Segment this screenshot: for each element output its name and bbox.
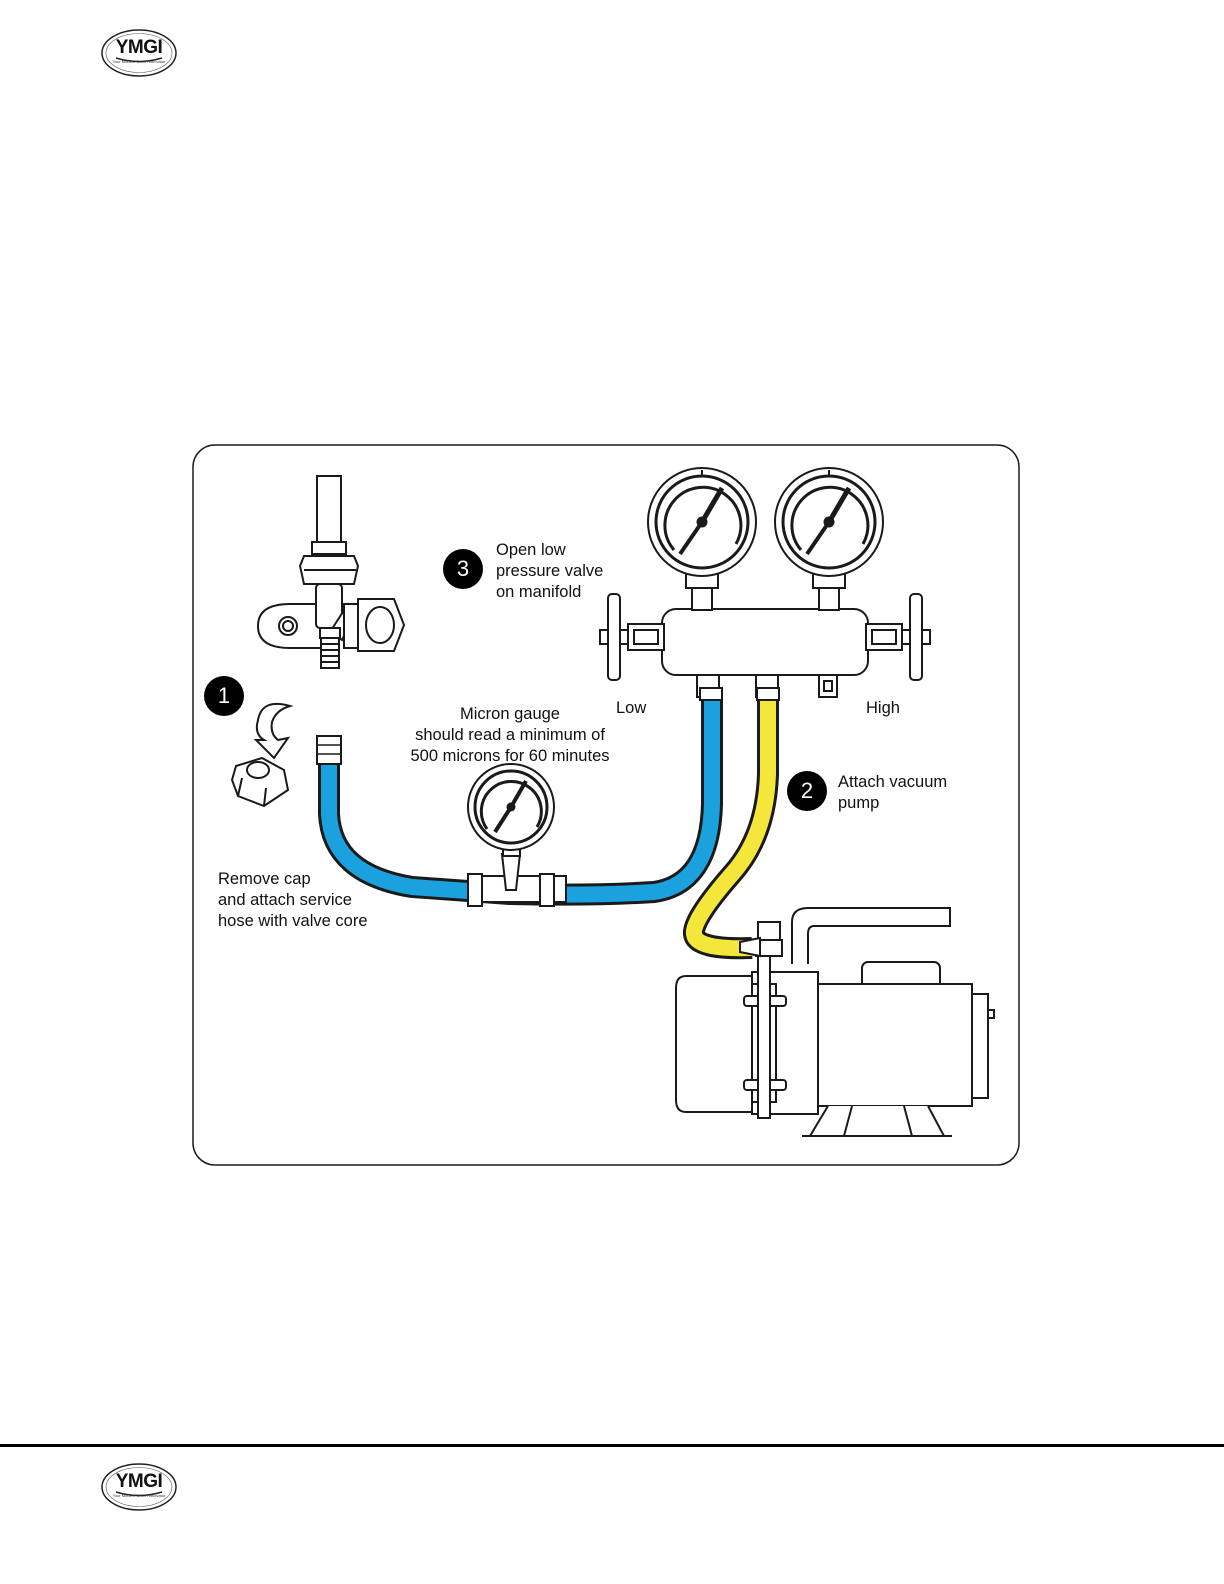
high-label: High xyxy=(866,698,900,719)
step-badge-1: 1 xyxy=(204,676,244,716)
micron-gauge-icon xyxy=(468,764,554,850)
logo-wordmark: YMGI xyxy=(100,37,178,59)
ymgi-logo-top: YMGI Your Modern Green Innovator xyxy=(100,28,178,78)
logo-tagline: Your Modern Green Innovator xyxy=(100,1493,178,1498)
step-badge-3: 3 xyxy=(443,549,483,589)
step-3-text: Open low pressure valve on manifold xyxy=(496,540,603,603)
ymgi-logo-bottom: YMGI Your Modern Green Innovator xyxy=(100,1462,178,1512)
low-label: Low xyxy=(616,698,646,719)
micron-gauge-note: Micron gauge should read a minimum of 50… xyxy=(360,704,660,767)
low-pressure-gauge-icon xyxy=(648,468,756,576)
step-1-text: Remove cap and attach service hose with … xyxy=(218,869,368,932)
vacuum-procedure-diagram: 1 2 3 Remove cap and attach service hose… xyxy=(192,444,1020,1166)
step-2-text: Attach vacuum pump xyxy=(838,772,947,814)
logo-wordmark: YMGI xyxy=(100,1471,178,1493)
logo-tagline: Your Modern Green Innovator xyxy=(100,59,178,64)
step-badge-2: 2 xyxy=(787,771,827,811)
footer-rule xyxy=(0,1444,1224,1447)
high-pressure-gauge-icon xyxy=(775,468,883,576)
